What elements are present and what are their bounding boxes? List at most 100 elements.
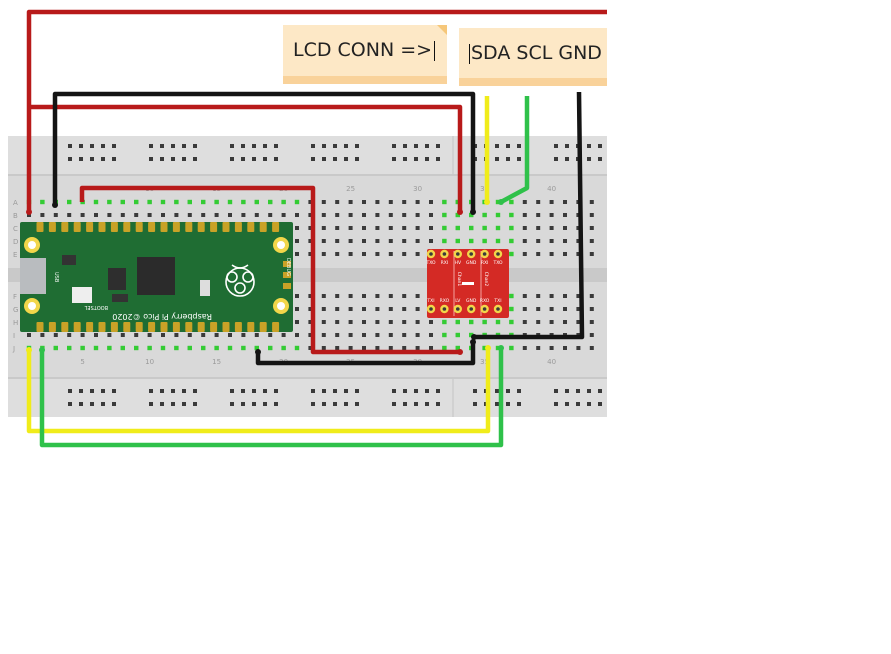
lcd-pins-note[interactable]: SDA SCL GND [459,28,607,86]
connected-hole [160,199,166,205]
breadboard-hole [589,307,594,311]
breadboard-hole [362,252,366,256]
breadboard-hole [174,333,179,337]
connected-hole [67,345,72,351]
wire-green-scl [499,96,530,204]
connected-hole [509,238,514,244]
breadboard-hole [107,333,112,337]
breadboard-hole [321,346,326,350]
wire-red-3v3 [79,185,460,355]
rail-hole [598,157,602,161]
breadboard-hole [321,294,326,298]
pins-note-text: SDA SCL GND [471,42,602,64]
wire-red-hv [29,104,463,212]
pico-pin-pad [197,222,205,232]
row-letter: A [13,199,18,207]
breadboard-hole [80,213,85,217]
rail-hole [554,402,558,406]
connected-hole [509,212,514,218]
breadboard-hole [147,213,152,217]
pico-pin-pad [148,222,156,232]
rail-hole [274,402,278,406]
breadboard-hole [576,346,581,350]
wire-black-gnd-top [52,91,476,212]
connected-hole [201,199,206,205]
breadboard-hole [522,252,527,256]
breadboard-hole [321,226,326,230]
breadboard-hole [536,213,541,217]
rail-hole [392,389,396,393]
breadboard-hole [549,213,554,217]
connected-hole [442,319,447,325]
rail-hole [171,389,175,393]
rail-hole [322,402,326,406]
row-letter: D [13,238,18,246]
rail-hole [598,389,602,393]
breadboard-hole [348,294,353,298]
breadboard-hole [429,239,433,243]
connected-hole [268,345,273,351]
rail-hole [311,144,315,148]
connected-hole [509,319,514,325]
rail-hole [598,402,602,406]
rail-hole [112,144,116,148]
pico-pin-pad [86,222,94,232]
connected-hole [469,238,474,244]
connected-hole [509,306,514,312]
breadboard-hole [549,226,554,230]
rail-hole [241,157,245,161]
connected-hole [509,251,514,257]
breadboard-hole [348,333,353,337]
rail-hole [425,144,429,148]
breadboard-hole [375,252,380,256]
connected-hole [107,199,112,205]
pico-pin-pad [259,322,267,332]
breadboard-hole [402,252,407,256]
breadboard-hole [429,346,433,350]
breadboard-hole [321,307,326,311]
rail-hole [414,402,418,406]
rail-hole [587,157,591,161]
breadboard-hole [362,226,366,230]
breadboard-hole [415,239,420,243]
pico-pin-pad [172,322,180,332]
rail-hole [587,144,591,148]
connected-hole [455,345,460,351]
rail-hole [101,402,105,406]
pico-pin-pad [86,322,94,332]
rail-hole [587,389,591,393]
row-letter: G [13,306,18,314]
breadboard-hole [429,213,433,217]
rail-hole [495,157,499,161]
rail-hole [333,402,337,406]
breadboard-hole [321,239,326,243]
raspberry-pi-pico: Raspberry Pi Pico ©2020 BOOTSEL DEBUG US… [20,222,293,332]
connected-hole [187,199,192,205]
breadboard-hole [335,213,340,217]
pico-debug-pad [283,283,291,289]
breadboard-hole [549,294,554,298]
rail-hole [311,389,315,393]
breadboard-hole [549,346,554,350]
rail-hole [193,144,197,148]
breadboard-hole [161,333,165,337]
rail-hole [344,389,348,393]
breadboard-hole [402,239,407,243]
breadboard-hole [94,213,98,217]
connected-hole [227,199,233,205]
breadboard-hole [362,239,366,243]
breadboard-hole [375,333,380,337]
breadboard-hole [522,294,527,298]
bootsel-label: BOOTSEL [84,304,108,310]
connected-hole [469,332,474,338]
breadboard-hole [348,346,353,350]
row-letter: H [13,319,18,327]
rail-hole [241,389,245,393]
breadboard-hole [536,200,541,204]
rail-hole [68,402,72,406]
breadboard-hole [308,333,313,337]
rail-hole [333,157,337,161]
rail-hole [311,157,315,161]
rail-hole [112,389,116,393]
lcd-connection-note[interactable]: LCD CONN => [283,25,447,84]
